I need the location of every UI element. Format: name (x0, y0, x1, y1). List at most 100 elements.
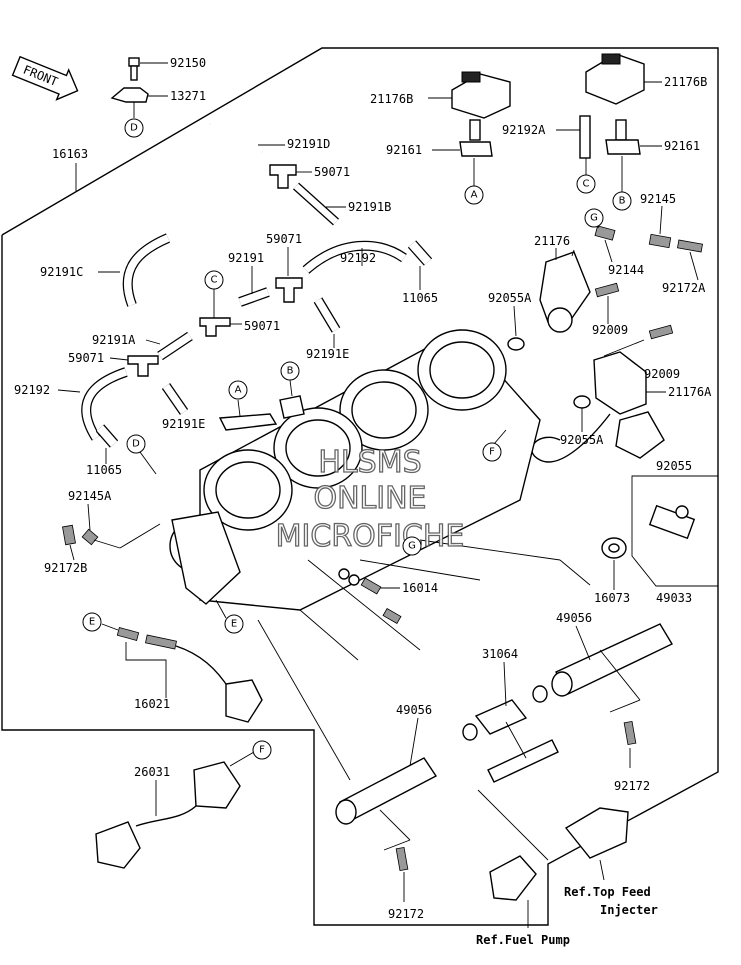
label-16163: 16163 (52, 147, 88, 161)
label-ref-top-feed-1: Ref.Top Feed (564, 885, 651, 899)
svg-text:G: G (408, 541, 416, 552)
label-92192-left: 92192 (14, 383, 50, 397)
injector-49033-box (631, 475, 719, 587)
cap-16073 (601, 537, 627, 559)
callout-D-top: D (124, 118, 144, 138)
hose-92191A (157, 331, 193, 361)
label-59071-d: 59071 (68, 351, 104, 365)
label-92192A: 92192A (502, 123, 546, 137)
label-92144: 92144 (608, 263, 644, 277)
throttle-bore-2 (273, 407, 363, 489)
throttle-body-assembly-16163 (169, 329, 541, 611)
hose-92192-left (81, 367, 128, 441)
label-21176A: 21176A (668, 385, 712, 399)
label-92055A-bot: 92055A (560, 433, 604, 447)
svg-text:F: F (259, 745, 265, 756)
label-92191C: 92191C (40, 265, 83, 279)
callout-F-right: F (482, 429, 507, 462)
callout-E-cable: E (82, 612, 119, 632)
label-ref-fuel-pump: Ref.Fuel Pump (476, 933, 570, 947)
connector-21176A (615, 411, 665, 459)
throttle-linkage-left (169, 511, 241, 605)
throttle-bore-4 (417, 329, 507, 411)
hose-92191-short (238, 287, 270, 307)
label-92191B: 92191B (348, 200, 391, 214)
label-92150: 92150 (170, 56, 206, 70)
hose-11065-low (95, 424, 119, 448)
svg-text:B: B (287, 366, 294, 377)
label-92009-b: 92009 (644, 367, 680, 381)
callout-E-body: E (215, 599, 244, 634)
label-11065-top: 11065 (402, 291, 438, 305)
label-13271: 13271 (170, 89, 206, 103)
callout-D-body: D (126, 434, 157, 475)
label-92055A-top: 92055A (488, 291, 532, 305)
fuel-pump-fitting (489, 855, 537, 928)
spring-92144 (594, 225, 616, 263)
watermark-line-1: HLSMS (318, 445, 421, 480)
top-feed-injector (564, 807, 629, 881)
oring-92055A-top (507, 337, 525, 351)
assembly-frame-outline (1, 47, 719, 926)
watermark-line-3: MICROFICHE (276, 519, 465, 554)
hose-92191C (98, 233, 171, 307)
callout-A-sensor: A (464, 158, 484, 205)
label-21176B-left: 21176B (370, 92, 413, 106)
label-92161-left: 92161 (386, 143, 422, 157)
label-92191: 92191 (228, 251, 264, 265)
label-ref-top-feed-2: Injecter (600, 903, 658, 917)
callout-C-tube: C (576, 158, 596, 194)
label-21176: 21176 (534, 234, 570, 248)
svg-text:C: C (583, 179, 590, 190)
hose-92191B (292, 182, 346, 226)
label-92191E-mid: 92191E (306, 347, 349, 361)
throttle-bore-1 (203, 449, 293, 531)
svg-text:F: F (489, 447, 495, 458)
spring-92145 (648, 233, 672, 249)
sensor-stem-92161-left (432, 119, 493, 157)
front-arrow-badge: FRONT (11, 55, 79, 101)
svg-text:A: A (471, 190, 478, 201)
label-92145: 92145 (640, 192, 676, 206)
sensor-21176B-left (428, 71, 511, 119)
hose-92191D (208, 119, 285, 154)
label-92172-bottom: 92172 (388, 907, 424, 921)
label-59071-c: 59071 (244, 319, 280, 333)
label-31064: 31064 (482, 647, 518, 661)
label-59071-a: 59071 (314, 165, 350, 179)
label-49033: 49033 (656, 591, 692, 605)
svg-text:D: D (130, 123, 138, 134)
label-59071-b: 59071 (266, 232, 302, 246)
label-92191D: 92191D (287, 137, 330, 151)
bracket-13271 (110, 87, 168, 118)
joint-59071-mid (275, 277, 303, 303)
svg-text:B: B (619, 196, 626, 207)
label-16014: 16014 (402, 581, 438, 595)
screw-92009-a (594, 282, 620, 298)
label-49056-right: 49056 (556, 611, 592, 625)
svg-text:G: G (590, 213, 598, 224)
label-26031: 26031 (134, 765, 170, 779)
hose-92191E-low (161, 383, 189, 415)
label-92055: 92055 (656, 459, 692, 473)
bolt-92150 (128, 57, 168, 81)
screw-92172-right (623, 721, 637, 768)
spring-92145A (81, 528, 99, 546)
callout-G-top: G (584, 208, 604, 229)
callout-A-body: A (228, 380, 248, 417)
screw-92172-bottom (395, 847, 409, 902)
sensor-21176B-right (585, 53, 662, 105)
callout-F-harness: F (229, 740, 272, 767)
throttle-screw-kit-16014 (338, 568, 402, 625)
joint-59071-left (127, 355, 159, 377)
sensor-stem-92161-right (605, 119, 662, 155)
screw-92172B (62, 524, 76, 561)
callout-C-joint: C (204, 270, 224, 318)
label-92192-top: 92192 (340, 251, 376, 265)
throttle-sensor-21176 (539, 249, 591, 333)
label-16073: 16073 (594, 591, 630, 605)
joint-59071-low (199, 317, 231, 337)
svg-text:A: A (235, 385, 242, 396)
label-92009-a: 92009 (592, 323, 628, 337)
